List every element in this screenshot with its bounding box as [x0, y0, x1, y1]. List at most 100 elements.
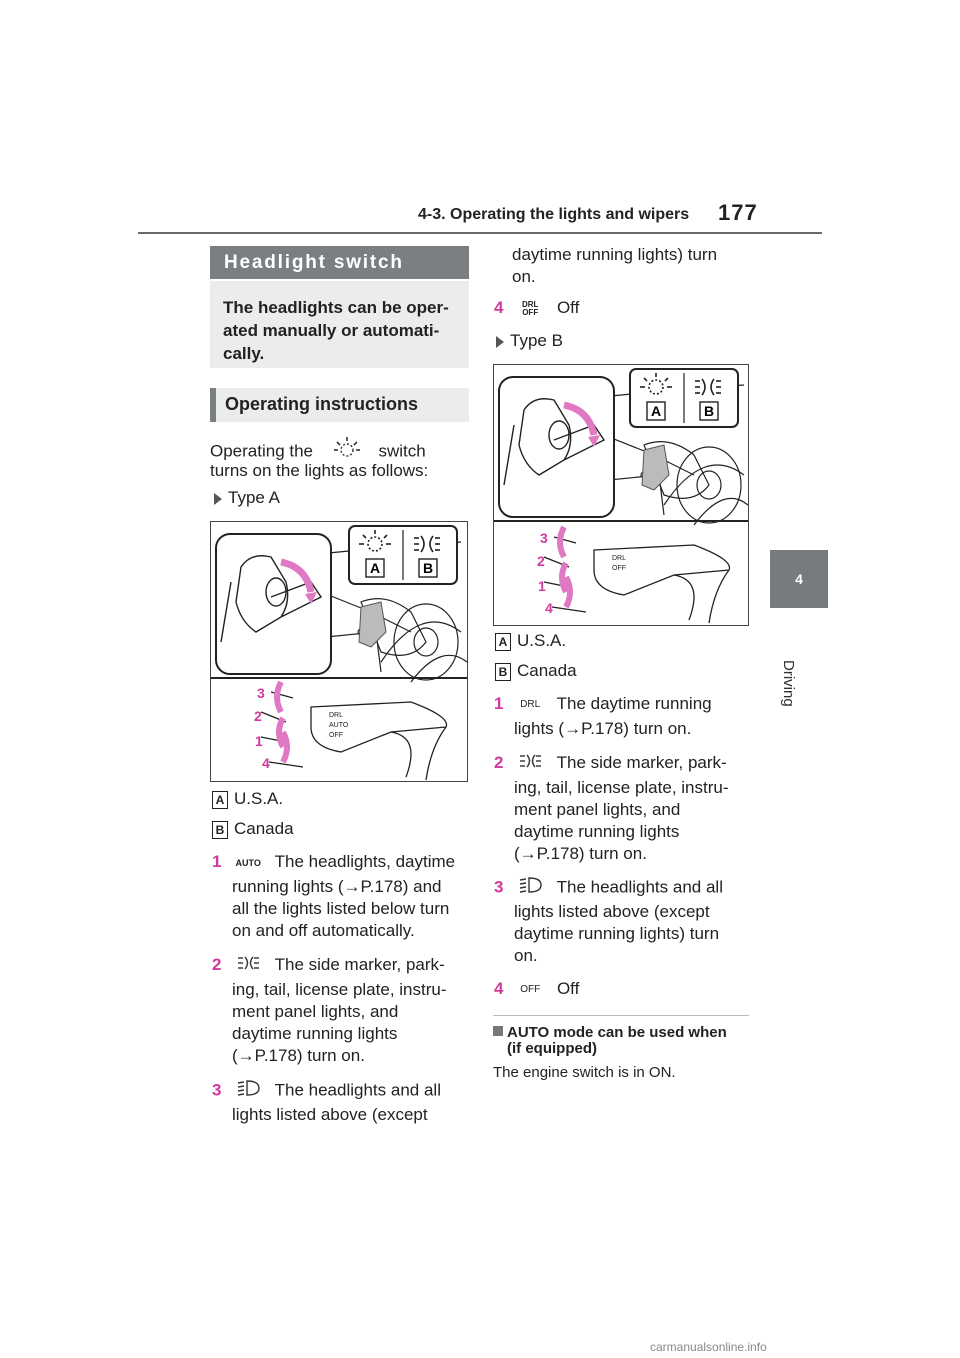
legend-a: A U.S.A.: [212, 788, 283, 810]
svg-text:DRL: DRL: [612, 555, 626, 562]
fig-a-pos-1: 1: [255, 733, 263, 749]
note-rule: [493, 1015, 749, 1016]
list-item: 2 The side marker, park-: [212, 954, 445, 977]
fig-a-pos-3: 3: [257, 685, 265, 701]
light-switch-icon: [333, 436, 360, 468]
item-number: 3: [494, 877, 504, 897]
watermark: carmanualsonline.info: [650, 1340, 767, 1354]
legend-a-text: U.S.A.: [234, 789, 284, 808]
item-text: Off: [556, 298, 580, 317]
operating-text: Operating the: [210, 441, 314, 461]
legend-b-box: B: [495, 662, 511, 681]
fig-a-label-a: A: [370, 560, 380, 576]
list-item: 3 The headlights and all: [212, 1079, 441, 1103]
section-title: 4-3. Operating the lights and wipers: [418, 206, 690, 223]
item-text: ing, tail, license plate, instru-: [232, 980, 447, 999]
fig-a-pos-4: 4: [262, 755, 270, 771]
item-number: 4: [494, 298, 504, 317]
item-number: 4: [494, 979, 504, 998]
heading-headlight-switch: Headlight switch: [210, 246, 469, 279]
legend-a-box: A: [212, 790, 228, 809]
item-text: daytime running lights) turn: [514, 924, 720, 943]
fig-b-label-b: B: [704, 403, 714, 419]
operating-line-2: turns on the lights as follows:: [210, 461, 429, 480]
fig-b-pos-3: 3: [540, 530, 548, 546]
note-heading: AUTO mode can be used when (if equipped): [493, 1025, 749, 1057]
item-text: The headlights and all: [274, 1080, 441, 1100]
intro-line: ated manually or automati-: [223, 321, 440, 340]
operating-text: switch: [378, 441, 426, 461]
bullet-triangle-icon: [496, 335, 504, 348]
intro-box: The headlights can be oper- ated manuall…: [210, 281, 469, 368]
figure-type-b: A B DRL OFF 3 2 1 4: [493, 364, 749, 626]
item-text: lights listed above (except: [232, 1105, 428, 1124]
bullet-triangle-icon: [214, 492, 222, 505]
fig-a-label-b: B: [423, 560, 433, 576]
headlight-icon: [226, 1079, 270, 1103]
legend-b: B Canada: [212, 818, 294, 840]
list-item: 3 The headlights and all: [494, 876, 723, 900]
item-text: The side marker, park-: [556, 753, 727, 772]
item-text: on.: [514, 946, 538, 965]
item-text: The daytime running: [556, 694, 712, 713]
item-number: 3: [212, 1080, 222, 1100]
item-text: daytime running lights: [232, 1024, 398, 1043]
list-item: 4 OFF Off: [494, 978, 579, 1001]
item-text: Off: [556, 979, 580, 998]
type-b-text: Type B: [510, 331, 563, 350]
legend-b-text: Canada: [234, 819, 294, 838]
svg-text:OFF: OFF: [612, 565, 626, 572]
item-number: 2: [494, 753, 504, 772]
fig-b-pos-1: 1: [538, 578, 546, 594]
item-text: lights listed above (except: [514, 902, 710, 921]
header-rule: [138, 232, 822, 234]
continued-text: on.: [512, 267, 536, 286]
subheading-operating-instructions: Operating instructions: [210, 388, 469, 422]
list-item: 1 DRL The daytime running: [494, 693, 712, 716]
item-text: all the lights listed below turn: [232, 899, 450, 918]
legend-b-text: Canada: [517, 661, 577, 680]
legend-b-box: B: [212, 820, 228, 839]
item-text: daytime running lights: [514, 822, 680, 841]
drl-off-icon-bottom: OFF: [522, 307, 539, 317]
item-number: 1: [494, 694, 504, 713]
item-number: 1: [212, 852, 222, 871]
type-a-label: Type A: [214, 487, 280, 509]
chapter-tab: 4: [770, 550, 828, 608]
fig-b-pos-4: 4: [545, 600, 553, 616]
svg-text:OFF: OFF: [329, 732, 343, 739]
operating-line-1: Operating the switch: [210, 436, 426, 468]
continued-text: daytime running lights) turn: [512, 245, 718, 264]
drl-icon: DRL: [520, 698, 541, 710]
item-text: running lights (→P.178) and: [232, 877, 442, 896]
item-text: ment panel lights, and: [514, 800, 681, 819]
off-icon: OFF: [520, 983, 541, 995]
side-marker-icon: [226, 955, 270, 977]
svg-text:DRL: DRL: [329, 712, 343, 719]
fig-b-pos-2: 2: [537, 553, 545, 569]
fig-b-label-a: A: [651, 403, 661, 419]
item-text: (→P.178) turn on.: [514, 844, 647, 863]
fig-a-pos-2: 2: [254, 708, 262, 724]
item-text: The headlights, daytime: [274, 852, 456, 871]
legend-a-box: A: [495, 632, 511, 651]
type-a-text: Type A: [228, 488, 280, 507]
list-item: 2 The side marker, park-: [494, 752, 727, 775]
headlight-icon: [508, 876, 552, 900]
item-text: The headlights and all: [556, 877, 723, 897]
note-body: The engine switch is in ON.: [493, 1064, 676, 1081]
drl-off-icon-top: DRL: [521, 299, 539, 309]
item-text: ing, tail, license plate, instru-: [514, 778, 729, 797]
chapter-name: Driving: [780, 660, 797, 707]
list-item: 1 AUTO The headlights, daytime: [212, 851, 455, 874]
legend-b: B Canada: [495, 660, 577, 682]
note-square-icon: [493, 1026, 503, 1036]
side-marker-icon: [508, 753, 552, 775]
page-number: 177: [718, 200, 758, 225]
item-number: 2: [212, 955, 222, 974]
item-text: on and off automatically.: [232, 921, 415, 940]
note-heading-line-1: AUTO mode can be used when: [507, 1024, 727, 1041]
